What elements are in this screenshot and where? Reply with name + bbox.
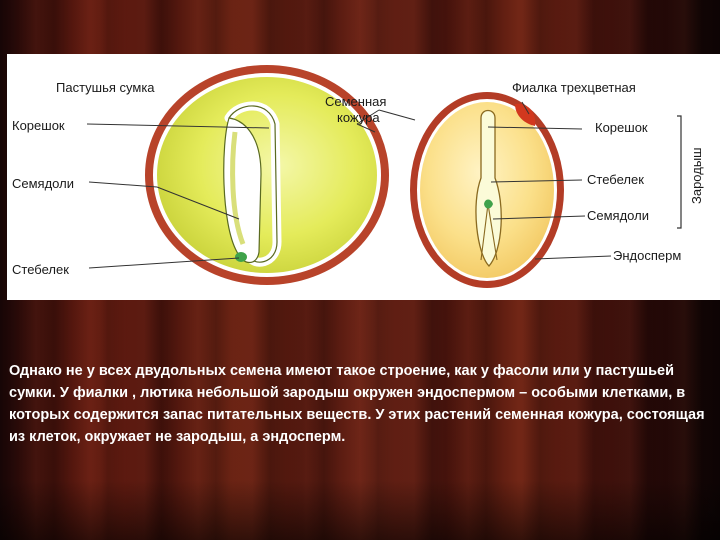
right-seed-title: Фиалка трехцветная — [512, 80, 636, 95]
left-label-cotyledons: Семядоли — [12, 176, 74, 191]
right-embryo — [475, 109, 502, 267]
left-seed-title: Пастушья сумка — [56, 80, 155, 95]
curtain-bottom-shadow — [0, 480, 720, 540]
left-label-root: Корешок — [12, 118, 65, 133]
embryo-bracket — [677, 115, 682, 229]
right-label-cotyledons: Семядоли — [587, 208, 649, 223]
right-seed-appendage — [515, 103, 536, 126]
center-label-seed-coat-line2: кожура — [337, 110, 380, 125]
center-label-seed-coat-line1: Семенная — [325, 94, 386, 109]
seed-diagram-panel: Пастушья сумка Корешок Семядоли Стебелек… — [7, 54, 720, 300]
left-embryo-stem-tip — [235, 252, 247, 262]
right-label-stem: Стебелек — [587, 172, 644, 187]
right-label-root: Корешок — [595, 120, 648, 135]
seed-diagram: Пастушья сумка Корешок Семядоли Стебелек… — [12, 65, 704, 288]
right-seed — [410, 92, 564, 288]
bracket-label-embryo: Зародыш — [689, 147, 704, 204]
leader-lines — [86, 101, 612, 269]
right-embryo-cotyledons — [480, 203, 498, 261]
left-seed — [145, 65, 389, 285]
right-label-endosperm: Эндосперм — [613, 248, 681, 263]
right-embryo-green-bud — [484, 199, 493, 209]
caption-paragraph: Однако не у всех двудольных семена имеют… — [9, 363, 705, 445]
left-seed-embryo-fill — [157, 77, 377, 273]
left-embryo-fold — [230, 131, 246, 245]
left-label-stem: Стебелек — [12, 262, 69, 277]
